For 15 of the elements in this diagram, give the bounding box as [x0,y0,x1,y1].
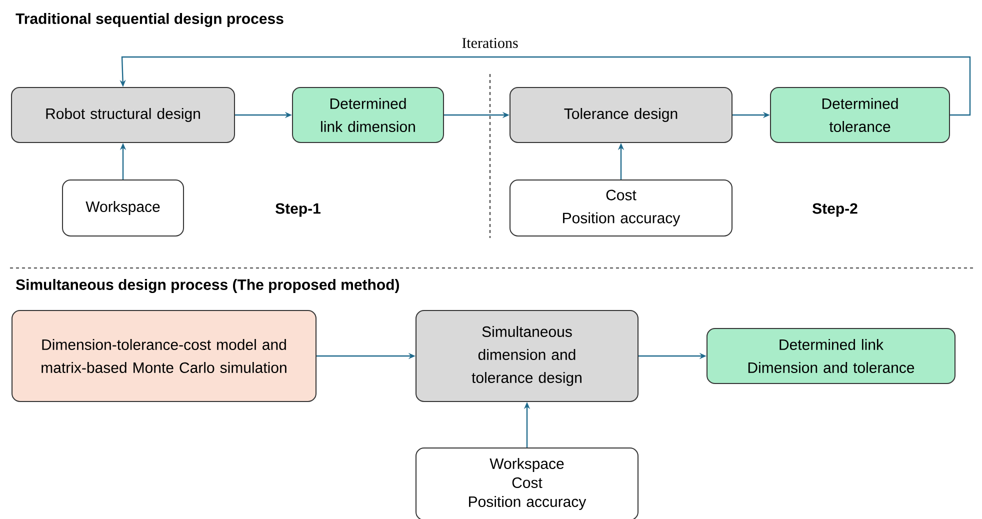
step-label: Step-2 [812,203,858,217]
heading: Simultaneous design process (The proposed method) [16,278,400,294]
edge-label: Iterations [460,36,520,50]
result-box: Determined link dimension [292,87,444,143]
result-box: Determined tolerance [770,87,950,143]
process-box: Robot structural design [11,87,235,143]
process-box: Simultaneous dimension and tolerance design [416,310,638,402]
input-box: Workspace Cost Position accuracy [416,448,638,519]
process-box: Tolerance design [510,87,732,143]
model-box: Dimension-tolerance-cost model and matrix-based Monte Carlo simulation [12,310,316,402]
input-box: Cost Position accuracy [510,180,732,236]
heading: Traditional sequential design process [16,12,284,28]
result-box: Determined link Dimension and tolerance [706,328,956,384]
step-label: Step-1 [276,203,320,217]
input-box: Workspace [62,180,184,236]
